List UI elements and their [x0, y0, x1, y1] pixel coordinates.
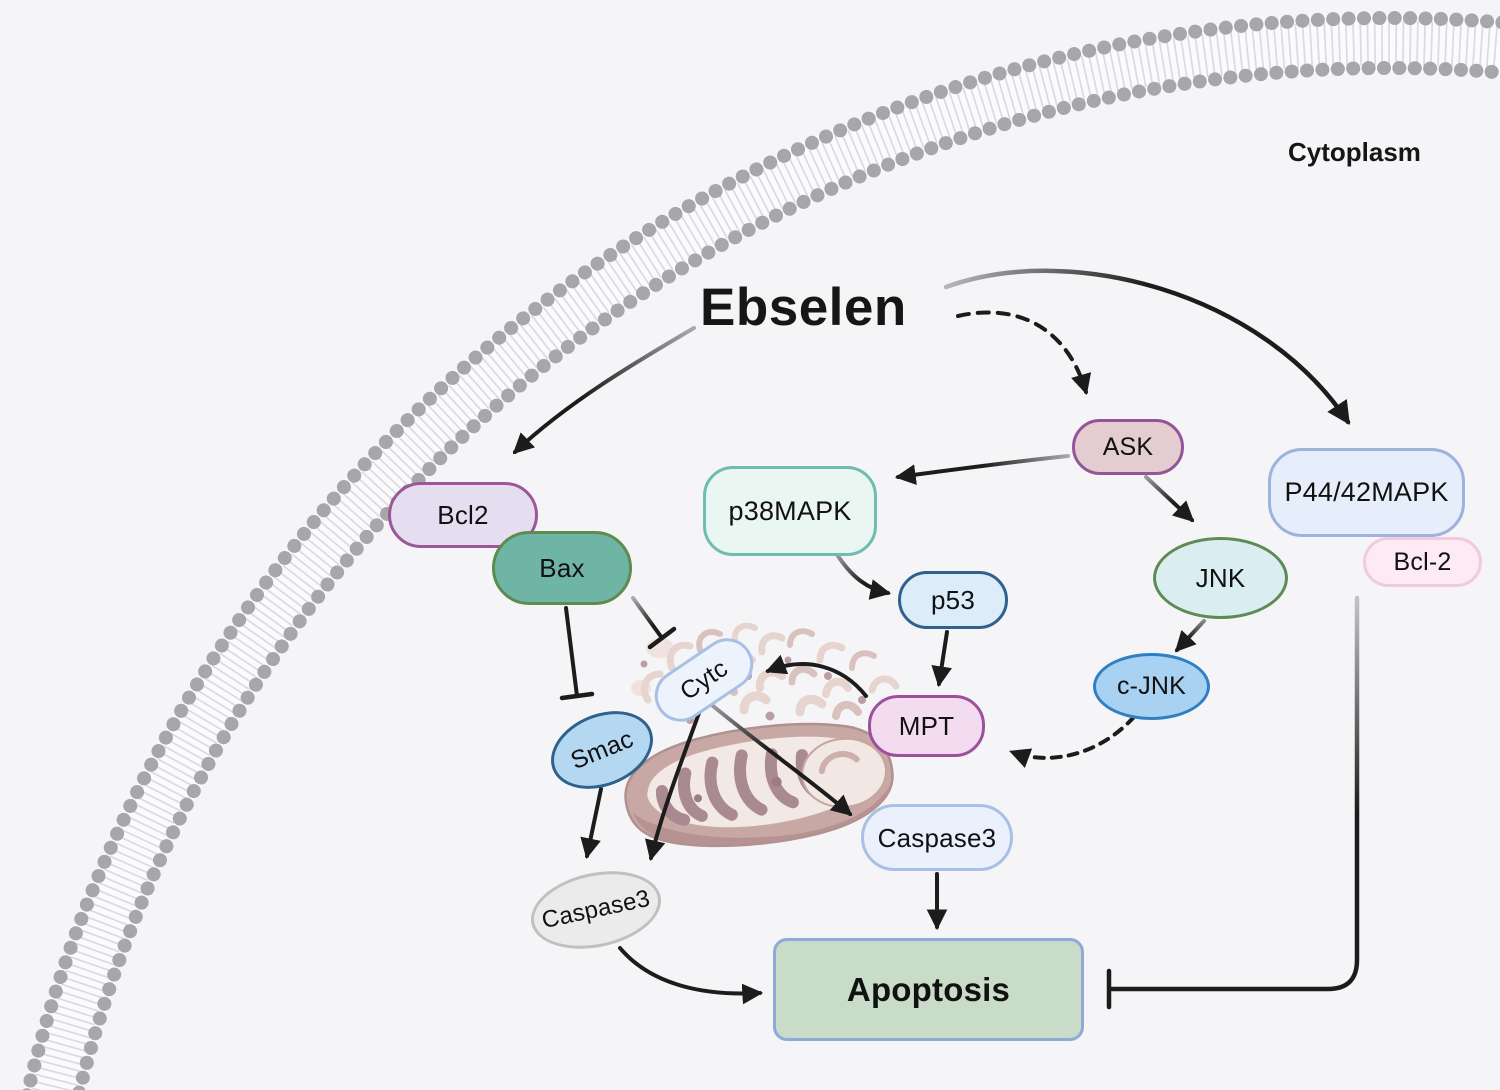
node-jnk-label: JNK — [1195, 563, 1246, 593]
node-cytc-label: Cytc — [674, 653, 733, 706]
node-p4442mapk-label: P44/42MAPK — [1284, 477, 1449, 507]
node-ask-label: ASK — [1102, 432, 1154, 461]
edge-bax-smac-inhibition — [559, 606, 595, 701]
node-mpt-label: MPT — [898, 711, 955, 741]
node-bcl2-right-label: Bcl-2 — [1393, 547, 1452, 576]
mitochondrion-illustration — [624, 622, 900, 848]
node-p53-label: p53 — [931, 585, 975, 615]
edge-bax-cytc-inhibition — [631, 596, 677, 650]
node-bcl2-right: Bcl-2 — [1363, 537, 1482, 587]
edge-ebselen-bcl2 — [512, 326, 696, 455]
node-caspase3-left-label: Caspase3 — [539, 884, 653, 935]
node-smac-label: Smac — [566, 724, 638, 775]
edge-ask-jnk — [1144, 475, 1195, 523]
edge-ask-p38mapk — [894, 454, 1070, 485]
cytoplasm-label: Cytoplasm — [1288, 137, 1421, 167]
node-caspase3-right-label: Caspase3 — [877, 822, 997, 853]
cell-membrane — [21, 11, 1500, 1090]
node-jnk: JNK — [1153, 537, 1288, 619]
node-p38mapk: p38MAPK — [703, 466, 877, 556]
node-apoptosis-label: Apoptosis — [846, 971, 1011, 1008]
edge-mitochondrion-cytc — [765, 654, 868, 698]
node-bax: Bax — [492, 531, 632, 605]
page-title: Ebselen — [700, 278, 907, 337]
node-caspase3-right: Caspase3 — [861, 804, 1013, 871]
node-p53: p53 — [898, 571, 1008, 629]
edge-jnk-cjnk — [1174, 619, 1206, 653]
node-p38mapk-label: p38MAPK — [728, 495, 852, 526]
node-cjnk-label: c-JNK — [1116, 672, 1187, 700]
edge-p53-mpt — [931, 630, 952, 688]
mitochondrion-body — [624, 722, 894, 848]
edge-p38mapk-p53 — [834, 551, 892, 600]
node-mpt: MPT — [868, 695, 985, 757]
edge-ebselen-p4442mapk — [943, 268, 1351, 425]
membrane-outer-heads — [21, 11, 1500, 1090]
node-ask: ASK — [1072, 419, 1184, 475]
node-bcl2-label: Bcl2 — [437, 500, 489, 530]
edge-cytc-caspase3-left — [645, 711, 701, 862]
edge-cjnk-mpt-dashed — [1009, 715, 1136, 768]
node-apoptosis: Apoptosis — [773, 938, 1084, 1041]
membrane-inner-heads — [72, 61, 1500, 1090]
edge-caspase3-left-apoptosis — [618, 946, 764, 1005]
edge-smac-caspase3-left — [580, 787, 603, 860]
node-bax-label: Bax — [539, 553, 585, 583]
node-cjnk: c-JNK — [1093, 653, 1210, 720]
edge-ebselen-ask-dashed — [956, 310, 1092, 395]
edge-cytc-caspase3-right — [711, 704, 853, 817]
edge-bcl2-apoptosis-inhibition — [1106, 595, 1360, 1010]
node-p4442mapk: P44/42MAPK — [1268, 448, 1465, 537]
